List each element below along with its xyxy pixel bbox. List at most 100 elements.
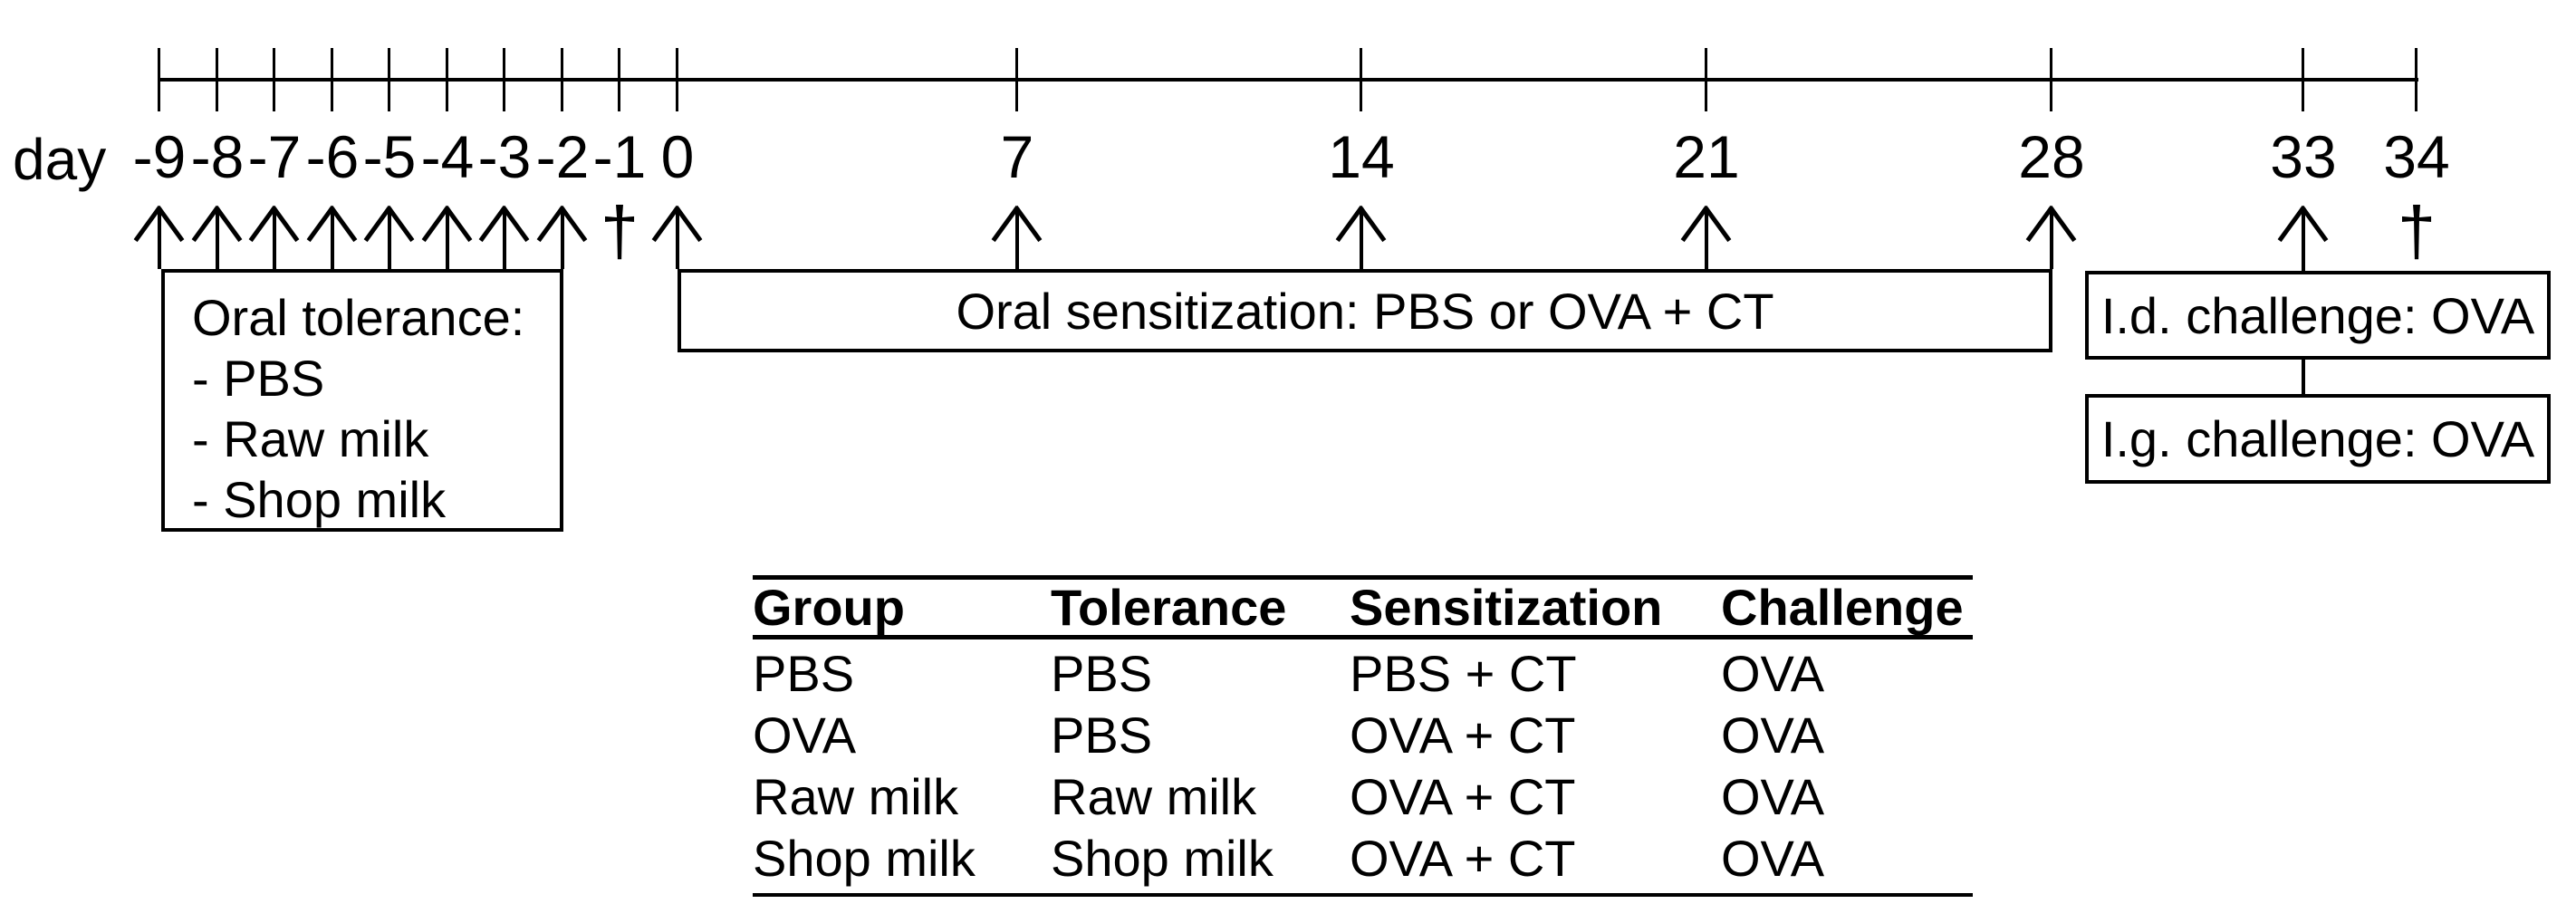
timeline-tick <box>561 48 563 111</box>
table-cell: OVA <box>1721 707 1825 764</box>
day-tick-label: -6 <box>305 123 360 190</box>
table-cell: OVA <box>753 707 857 764</box>
up-arrow <box>247 205 302 269</box>
table-header-row: Group Tolerance Sensitization Challenge <box>753 575 1973 639</box>
up-arrow-stem <box>503 209 506 269</box>
id-challenge-label: I.d. challenge: OVA <box>2100 286 2535 344</box>
timeline-tick <box>331 48 333 111</box>
table-cell: OVA + CT <box>1350 768 1576 825</box>
table-cell: Raw milk <box>753 768 959 825</box>
up-arrow-stem <box>216 209 219 269</box>
axis-day-label: day <box>13 127 107 192</box>
up-arrow-stem <box>446 209 449 269</box>
day-tick-label: -3 <box>477 123 532 190</box>
day-tick-label: -1 <box>592 123 647 190</box>
up-arrow <box>190 205 245 269</box>
timeline-tick <box>2415 48 2417 111</box>
dagger-symbol: † <box>2397 193 2437 270</box>
timeline-axis <box>158 78 2418 82</box>
ig-challenge-label: I.g. challenge: OVA <box>2100 410 2535 467</box>
up-arrow <box>2024 205 2079 269</box>
timeline-tick <box>446 48 448 111</box>
table-cell: PBS <box>1051 707 1153 764</box>
up-arrow <box>305 205 360 269</box>
day-tick-label: 21 <box>1673 123 1740 190</box>
table-cell: PBS <box>1051 645 1153 702</box>
up-arrow-stem <box>158 209 161 269</box>
challenge-boxes-connector-line <box>2302 358 2305 396</box>
up-arrow-stem <box>1705 209 1708 269</box>
timeline-tick <box>216 48 218 111</box>
table-cell: OVA + CT <box>1350 707 1576 764</box>
table-cell: PBS + CT <box>1350 645 1577 702</box>
id-challenge-box: I.d. challenge: OVA <box>2085 271 2551 360</box>
up-arrow <box>535 205 590 269</box>
table-header-cell: Tolerance <box>1051 579 1287 636</box>
up-arrow <box>477 205 532 269</box>
timeline-tick <box>1015 48 1018 111</box>
table-cell: Shop milk <box>1051 830 1274 887</box>
day-tick-label: -5 <box>362 123 417 190</box>
table-cell: OVA <box>1721 645 1825 702</box>
day-tick-label: -4 <box>420 123 475 190</box>
tolerance-box-title: Oral tolerance: <box>192 289 525 346</box>
sensitization-box-label: Oral sensitization: PBS or OVA + CT <box>956 282 1774 340</box>
up-arrow-stem <box>676 209 679 269</box>
timeline-tick <box>158 48 160 111</box>
up-arrow <box>362 205 417 269</box>
day-tick-label: 7 <box>1000 123 1034 190</box>
day-tick-label: -8 <box>190 123 245 190</box>
day-tick-label: 34 <box>2383 123 2450 190</box>
up-arrow-stem <box>1015 209 1019 269</box>
up-arrow <box>650 205 705 269</box>
up-arrow-stem <box>1360 209 1363 269</box>
table-cell: OVA <box>1721 830 1825 887</box>
up-arrow <box>990 205 1044 269</box>
tolerance-box-item-shop-milk: - Shop milk <box>192 471 447 528</box>
up-arrow-stem <box>273 209 276 269</box>
day-tick-label: 14 <box>1328 123 1395 190</box>
day-tick-label: -9 <box>132 123 187 190</box>
table-cell: OVA + CT <box>1350 830 1576 887</box>
up-arrow-stem <box>2050 209 2053 269</box>
table-header-cell: Challenge <box>1721 579 1964 636</box>
timeline-tick <box>2050 48 2052 111</box>
day-tick-label: -2 <box>535 123 590 190</box>
ig-challenge-box: I.g. challenge: OVA <box>2085 394 2551 484</box>
up-arrow <box>132 205 187 269</box>
table-header-cell: Group <box>753 579 905 636</box>
day-tick-label: 33 <box>2270 123 2337 190</box>
up-arrow-stem <box>331 209 334 269</box>
day-tick-label: 0 <box>660 123 695 190</box>
timeline-tick <box>676 48 678 111</box>
oral-sensitization-box: Oral sensitization: PBS or OVA + CT <box>678 269 2052 352</box>
table-row: PBS PBS PBS + CT OVA <box>753 643 1973 705</box>
day-tick-label: -7 <box>247 123 302 190</box>
table-row: Shop milk Shop milk OVA + CT OVA <box>753 828 1973 889</box>
up-arrow-stem <box>2302 209 2305 271</box>
timeline-tick <box>273 48 275 111</box>
up-arrow <box>2276 205 2331 271</box>
up-arrow <box>1679 205 1734 269</box>
table-header-cell: Sensitization <box>1350 579 1663 636</box>
groups-table: Group Tolerance Sensitization Challenge PBS… <box>753 575 1973 897</box>
timeline-tick <box>388 48 390 111</box>
up-arrow-stem <box>388 209 391 269</box>
table-cell: OVA <box>1721 768 1825 825</box>
table-cell: Shop milk <box>753 830 976 887</box>
table-row: OVA PBS OVA + CT OVA <box>753 705 1973 766</box>
tolerance-box-item-pbs: - PBS <box>192 350 325 407</box>
timeline-tick <box>1360 48 1362 111</box>
timeline-tick <box>503 48 505 111</box>
up-arrow-stem <box>561 209 564 269</box>
up-arrow <box>420 205 475 269</box>
table-row: Raw milk Raw milk OVA + CT OVA <box>753 766 1973 828</box>
table-cell: Raw milk <box>1051 768 1257 825</box>
day-tick-label: 28 <box>2018 123 2085 190</box>
table-cell: PBS <box>753 645 855 702</box>
timeline-tick <box>618 48 620 111</box>
timeline-tick <box>1705 48 1707 111</box>
timeline-tick <box>2302 48 2304 111</box>
